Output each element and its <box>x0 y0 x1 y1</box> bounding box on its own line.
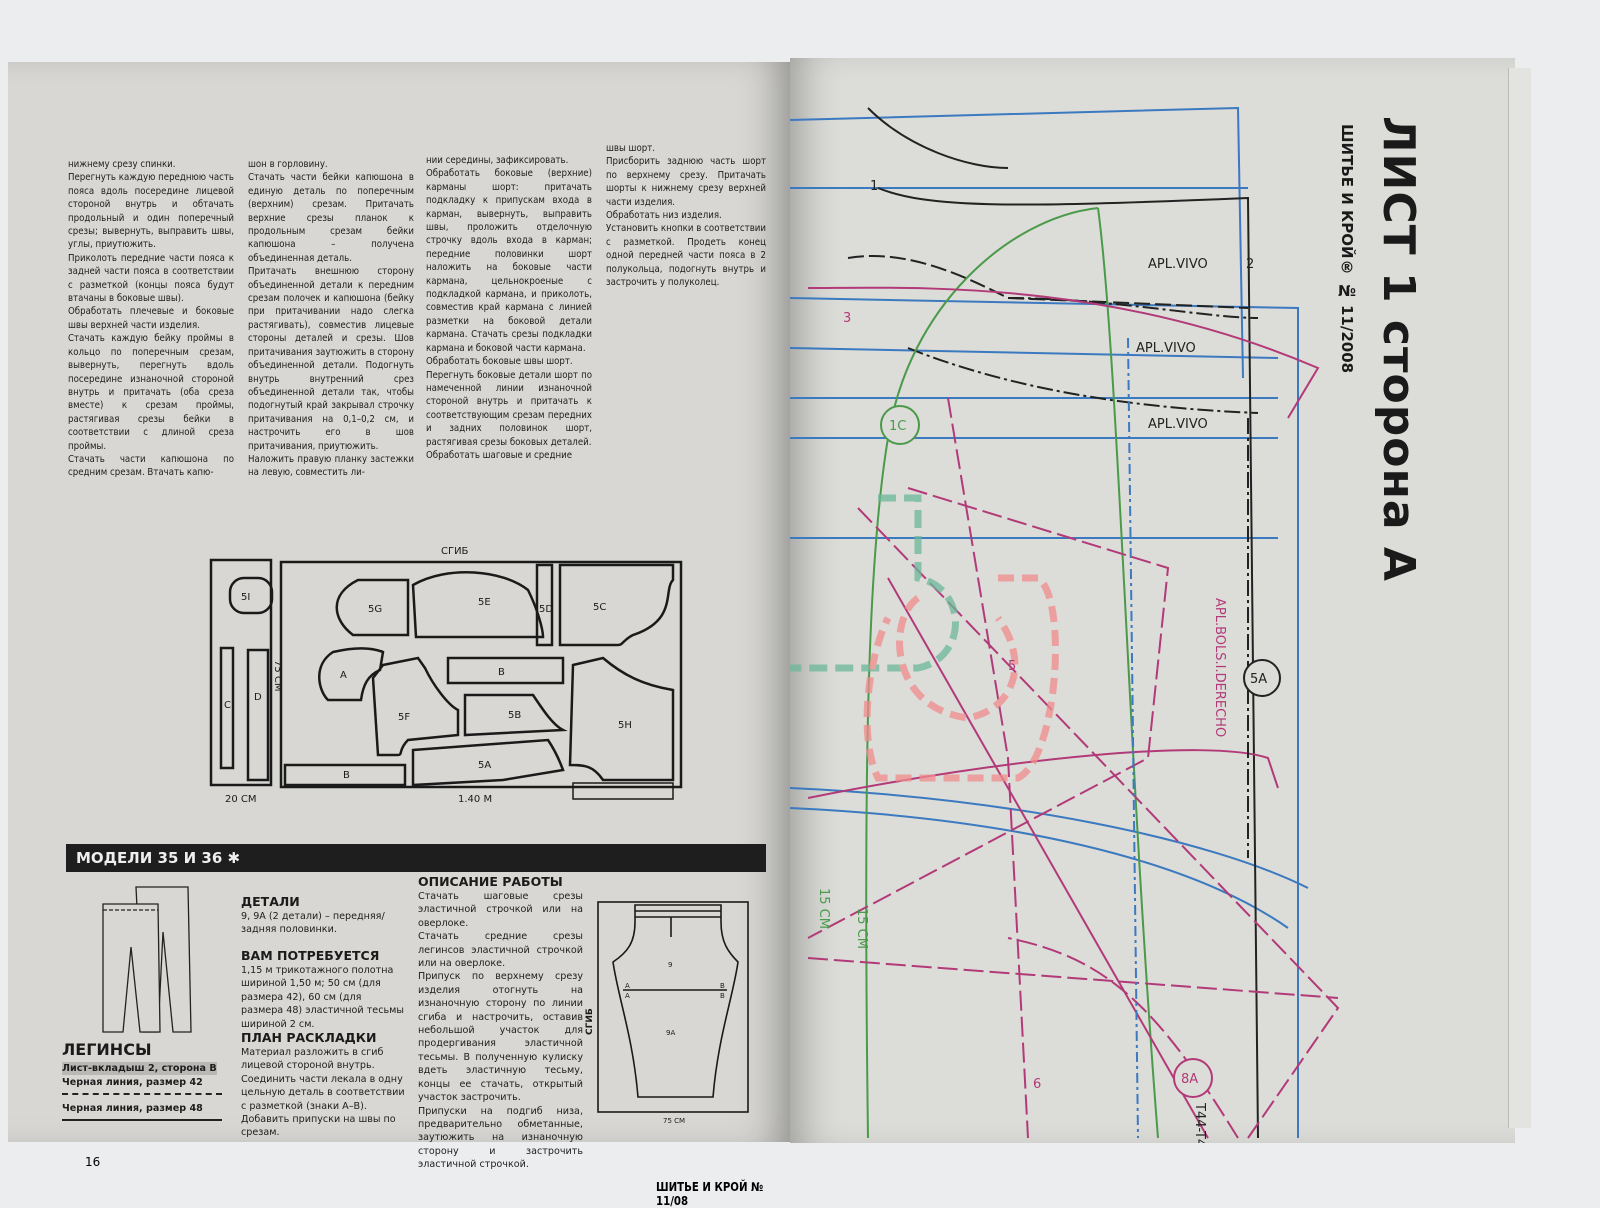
piece-label: 5B <box>508 710 521 721</box>
paragraph: Присборить заднюю часть шорт по верхнему… <box>606 156 766 208</box>
width-label: 20 СМ <box>225 794 257 805</box>
paragraph: Стачать шаговые срезы эластичной строчко… <box>418 891 583 929</box>
needs-text: 1,15 м трикотажного полотна шириной 1,50… <box>241 965 404 1030</box>
details-heading: ДЕТАЛИ <box>241 894 300 909</box>
pattern-label: 8А <box>1181 1072 1198 1087</box>
section-header-band: МОДЕЛИ 35 И 36 ✱ <box>66 844 766 872</box>
piece-label: 5E <box>478 597 491 608</box>
piece-label: 5D <box>539 604 553 615</box>
paragraph: Установить кнопки в соответствии с разме… <box>606 223 766 289</box>
paragraph: Обработать шаговые и средние <box>426 449 573 461</box>
pattern-label: APL.VIVO <box>1148 417 1208 432</box>
sheet-reference: Лист-вкладыш 2, сторона В <box>62 1062 217 1076</box>
pattern-label: 3 <box>843 311 851 326</box>
pattern-label: 15 СМ <box>854 908 869 949</box>
layout-panel-small <box>209 558 273 787</box>
paragraph: Обработать боковые (верхние) карманы шор… <box>426 168 592 354</box>
paragraph: Стачать средние срезы легинсов эластично… <box>418 931 583 970</box>
fold-label: СГИБ <box>585 1008 595 1035</box>
paragraph: Перегнуть боковые детали шорт по намечен… <box>426 369 592 448</box>
leggings-layout-diagram: СГИБ 9 9А А А В В 75 СМ <box>585 901 749 1125</box>
paragraph: Припуски на подгиб низа, предварительно … <box>418 1105 583 1171</box>
right-page-pattern-sheet: APL.VIVO APL.VIVO APL.VIVO 2 1 3 1С 5А 8… <box>790 58 1515 1143</box>
page-number: 16 <box>85 1155 101 1169</box>
paragraph: нижнему срезу спинки. <box>68 159 176 170</box>
notch-label: В <box>720 982 725 990</box>
text-column-4: швы шорт. Присборить заднюю часть шорт п… <box>606 142 766 289</box>
pattern-label: T44-T48 <box>1192 1102 1207 1143</box>
paragraph: Стачать части бейки капюшона в единую де… <box>248 172 414 264</box>
model-name: ЛЕГИНСЫ <box>62 1040 152 1059</box>
paragraph: Стачать каждую бейку проймы в кольцо по … <box>68 333 234 452</box>
paragraph: Стачать части капюшона по средним срезам… <box>68 453 234 479</box>
plan-heading: ПЛАН РАСКЛАДКИ <box>241 1030 377 1045</box>
piece-label: C <box>224 700 231 711</box>
piece-label: 9А <box>666 1029 675 1037</box>
paragraph: нии середины, зафиксировать. <box>426 155 569 166</box>
piece-label: B <box>343 770 350 781</box>
legend-size-48: Черная линия, размер 48 <box>62 1103 203 1114</box>
piece-label: 9 <box>668 961 672 969</box>
needs-heading: ВАМ ПОТРЕБУЕТСЯ <box>241 948 380 963</box>
notch-label: В <box>720 992 725 1000</box>
piece-label: 5I <box>241 592 250 603</box>
paragraph: швы шорт. <box>606 143 655 154</box>
pattern-label: 2 <box>1246 257 1254 272</box>
notch-label: А <box>625 982 630 990</box>
layout-panel-main <box>279 560 683 789</box>
fold-label: СГИБ <box>441 546 469 557</box>
notch-label: А <box>625 992 630 1000</box>
pattern-label: 6 <box>1033 1077 1041 1092</box>
paragraph: Обработать низ изделия. <box>606 210 722 222</box>
paragraph: Притачать внешнюю сторону объединенной д… <box>248 266 414 452</box>
pattern-label: 5А <box>1250 672 1267 687</box>
width-label: 75 СМ <box>663 1117 685 1125</box>
left-page: нижнему срезу спинки. Перегнуть каждую п… <box>8 62 790 1208</box>
pattern-label: APL.VIVO <box>1148 257 1208 272</box>
legend-size-42: Черная линия, размер 42 <box>62 1077 203 1088</box>
plan-text: Материал разложить в сгиб лицевой сторон… <box>241 1047 405 1139</box>
piece-label: 5A <box>478 760 491 771</box>
pattern-label: 5 <box>1008 659 1016 674</box>
piece-label: 5G <box>368 604 382 615</box>
magazine-spread: нижнему срезу спинки. Перегнуть каждую п… <box>8 58 1533 1208</box>
pattern-label: 1С <box>889 419 906 434</box>
piece-label: A <box>340 670 347 681</box>
piece-label: B <box>498 667 505 678</box>
work-text: Стачать шаговые срезы эластичной строчко… <box>418 890 583 1172</box>
text-column-1: нижнему срезу спинки. Перегнуть каждую п… <box>68 158 234 480</box>
text-column-2: шон в горловину. Стачать части бейки кап… <box>248 158 414 480</box>
pattern-label: 15 СМ <box>816 888 831 929</box>
paragraph: Приколоть передние части пояса к задней … <box>68 252 234 305</box>
piece-label: D <box>254 692 262 703</box>
paragraph: Перегнуть каждую переднюю часть пояса вд… <box>68 172 234 251</box>
next-page-edge <box>1508 68 1531 1128</box>
height-label: 75 СМ <box>272 660 283 692</box>
legend-line-solid <box>62 1119 222 1121</box>
cutting-layout-diagram: СГИБ 75 СМ 20 СМ 1.40 М 5I C D 5G 5E 5D … <box>209 546 683 805</box>
page-footer: ШИТЬЕ И КРОЙ № 11/08 <box>656 1180 764 1208</box>
work-heading: ОПИСАНИЕ РАБОТЫ <box>418 874 563 889</box>
sheet-title: ЛИСТ 1 сторона А <box>1373 116 1424 582</box>
pattern-label: APL.VIVO <box>1136 341 1196 356</box>
width-label: 1.40 М <box>458 794 492 805</box>
paragraph: Припуск по верхнему срезу изделия отогну… <box>418 971 583 1104</box>
paragraph: Обработать боковые швы шорт. <box>426 356 573 368</box>
leggings-illustration <box>102 886 192 1033</box>
piece-label: 5H <box>618 720 632 731</box>
pattern-label: 1 <box>870 179 878 194</box>
piece-label: 5F <box>398 712 410 723</box>
piece-label: 5C <box>593 602 606 613</box>
paragraph: Наложить правую планку застежки на левую… <box>248 453 414 479</box>
details-text: 9, 9А (2 детали) – передняя/задняя полов… <box>241 911 385 936</box>
section-title: МОДЕЛИ 35 И 36 ✱ <box>76 849 241 867</box>
text-column-3: нии середины, зафиксировать. Обработать … <box>426 154 592 462</box>
sheet-subtitle: ШИТЬЕ И КРОЙ® № 11/2008 <box>1338 124 1356 374</box>
paragraph: шон в горловину. <box>248 159 328 170</box>
legend-line-dashed <box>62 1093 222 1095</box>
sewing-pattern-drawing: APL.VIVO APL.VIVO APL.VIVO 2 1 3 1С 5А 8… <box>790 106 1340 1143</box>
paragraph: Обработать плечевые и боковые швы верхне… <box>68 306 234 331</box>
pattern-label: APL.BOLS.I.DERECHO <box>1212 598 1227 737</box>
